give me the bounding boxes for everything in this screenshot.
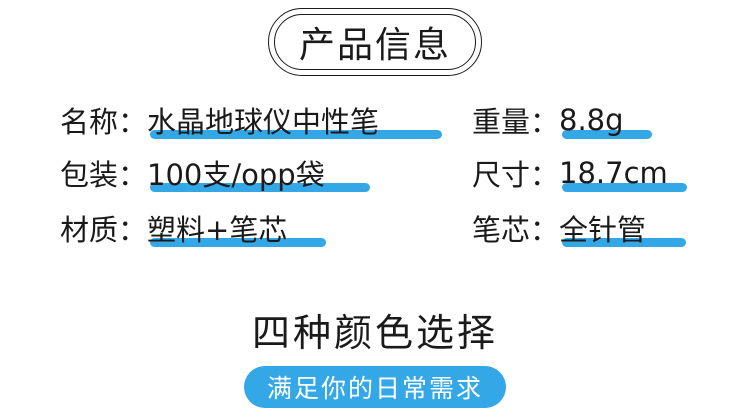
- section-title: 四种颜色选择: [251, 311, 498, 355]
- name-value-underline: [150, 130, 442, 139]
- tagline-pill: 满足你的日常需求: [244, 366, 506, 408]
- spec-value-name: 水晶地球仪中性笔: [147, 105, 380, 139]
- spec-value-size: 18.7cm: [559, 156, 668, 190]
- weight-value-underline: [562, 130, 652, 139]
- spec-label-weight: 重量：: [472, 105, 560, 139]
- spec-value-weight: 8.8g: [559, 103, 624, 137]
- spec-row-name: 名称： 水晶地球仪中性笔: [60, 100, 379, 140]
- spec-value-packaging: 100支/opp袋: [147, 158, 325, 192]
- spec-value-refill: 全针管: [559, 213, 647, 247]
- spec-label-material: 材质：: [60, 213, 148, 247]
- packaging-value-underline: [150, 183, 370, 192]
- spec-label-name: 名称：: [60, 105, 148, 139]
- spec-row-size: 尺寸： 18.7cm: [472, 153, 668, 193]
- spec-row-weight: 重量： 8.8g: [472, 100, 624, 140]
- page-title: 产品信息: [274, 14, 476, 70]
- size-value-underline: [562, 183, 687, 192]
- spec-row-packaging: 包装： 100支/opp袋: [60, 153, 325, 193]
- material-value-underline: [150, 238, 326, 247]
- spec-label-refill: 笔芯：: [472, 213, 560, 247]
- tagline-text: 满足你的日常需求: [266, 374, 483, 403]
- spec-row-refill: 笔芯： 全针管: [472, 208, 646, 248]
- spec-label-packaging: 包装：: [60, 158, 148, 192]
- spec-value-material: 塑料+笔芯: [147, 213, 288, 247]
- title-badge: 产品信息: [268, 8, 482, 76]
- spec-row-material: 材质： 塑料+笔芯: [60, 208, 287, 248]
- spec-label-size: 尺寸：: [472, 158, 560, 192]
- refill-value-underline: [562, 238, 686, 247]
